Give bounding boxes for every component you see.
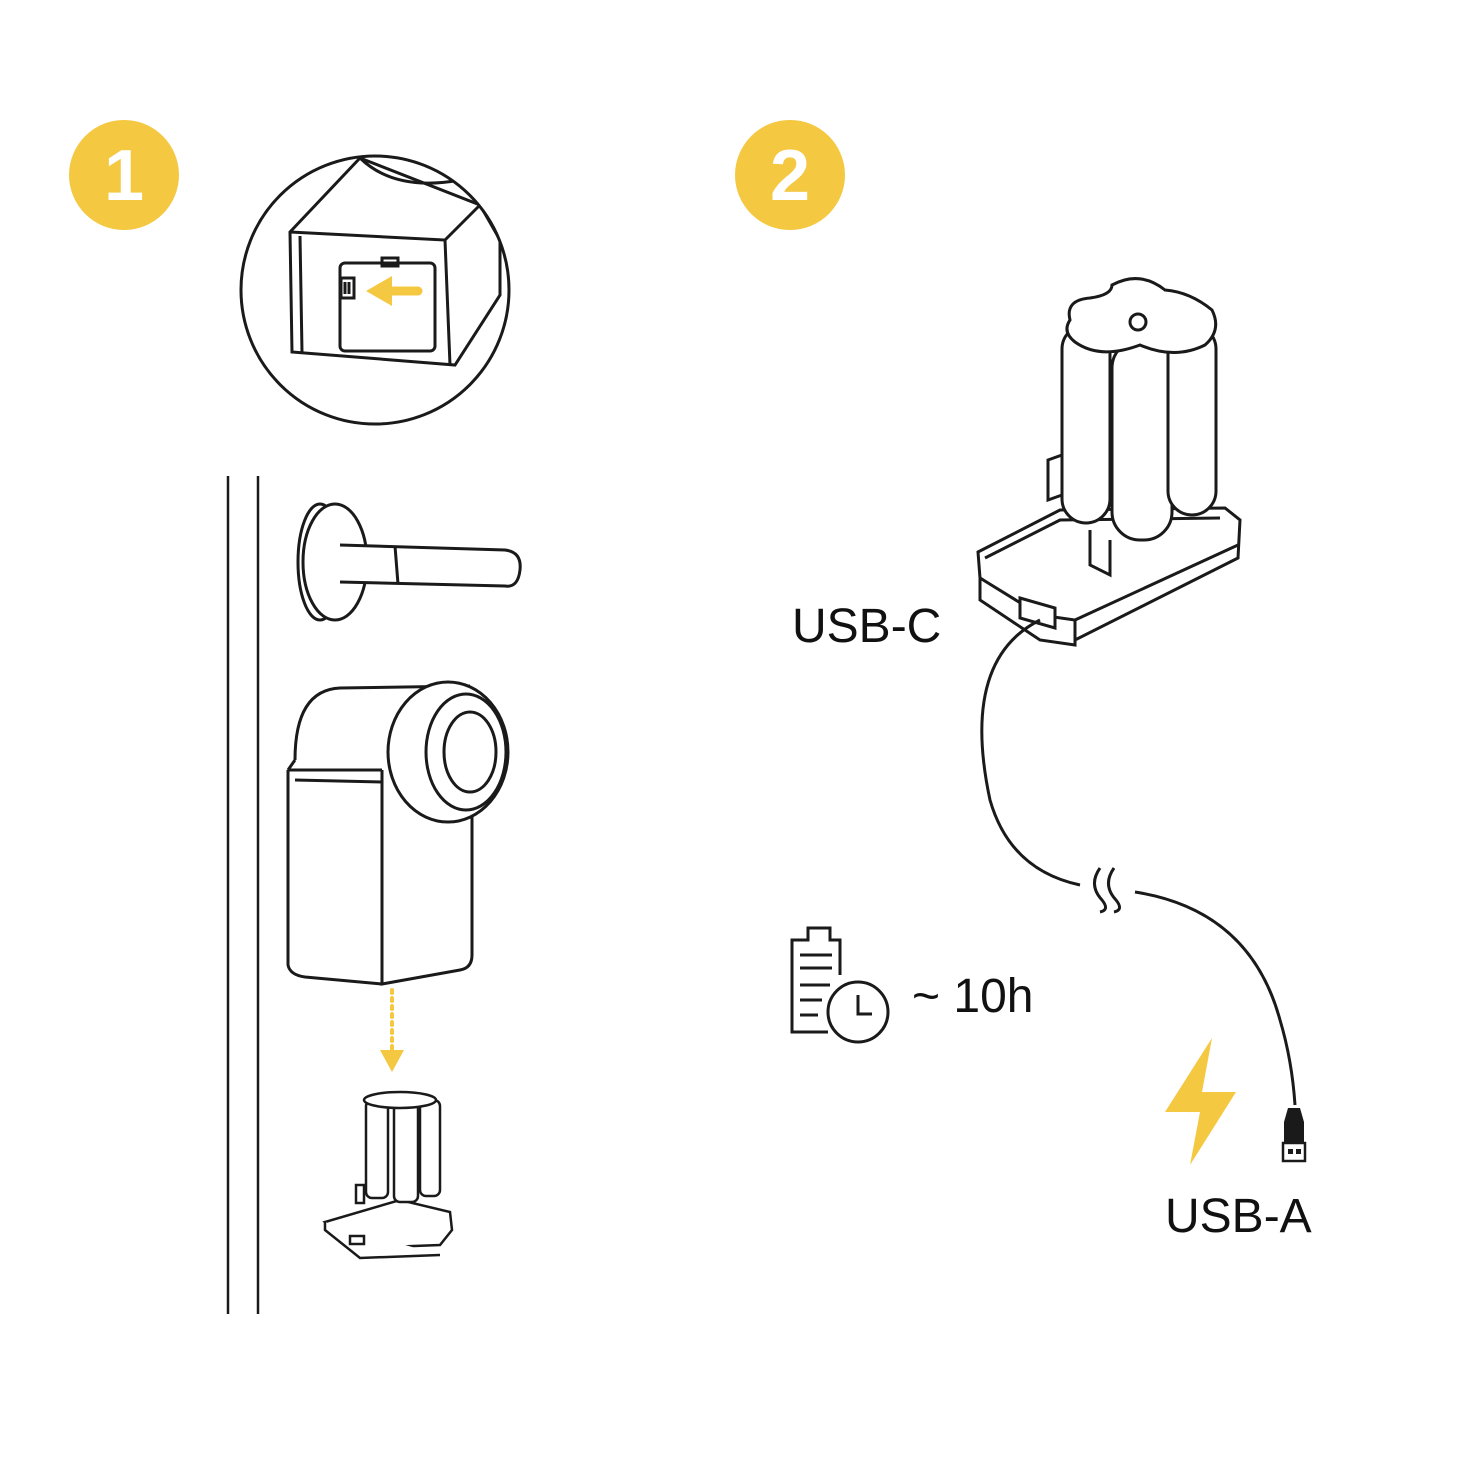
lightning-bolt-icon xyxy=(1165,1038,1236,1165)
arrow-left-icon xyxy=(366,276,423,306)
step-1-circle xyxy=(69,120,179,230)
usb-a-label: USB-A xyxy=(1165,1190,1312,1243)
step-2-badge: 2 xyxy=(735,120,845,230)
step-1-badge: 1 xyxy=(69,120,179,230)
battery-clock-icon xyxy=(790,926,890,1044)
remove-battery-arrow xyxy=(380,988,404,1072)
step-1-number: 1 xyxy=(104,136,144,216)
detail-magnifier xyxy=(239,154,511,426)
battery-door xyxy=(338,261,437,353)
battery-pack-small xyxy=(322,1090,454,1260)
usb-a-plug-icon xyxy=(1281,1108,1307,1163)
door-frame xyxy=(226,476,260,1314)
door-handle xyxy=(296,502,522,622)
step-2-number: 2 xyxy=(770,136,810,216)
battery-pack-large xyxy=(976,277,1242,647)
usb-cable xyxy=(980,618,1297,1106)
step-2-circle xyxy=(735,120,845,230)
smart-lock xyxy=(286,680,510,986)
usb-c-label: USB-C xyxy=(792,600,941,653)
usb-c-port xyxy=(339,276,356,300)
charge-time-label: ~ 10h xyxy=(912,970,1033,1023)
